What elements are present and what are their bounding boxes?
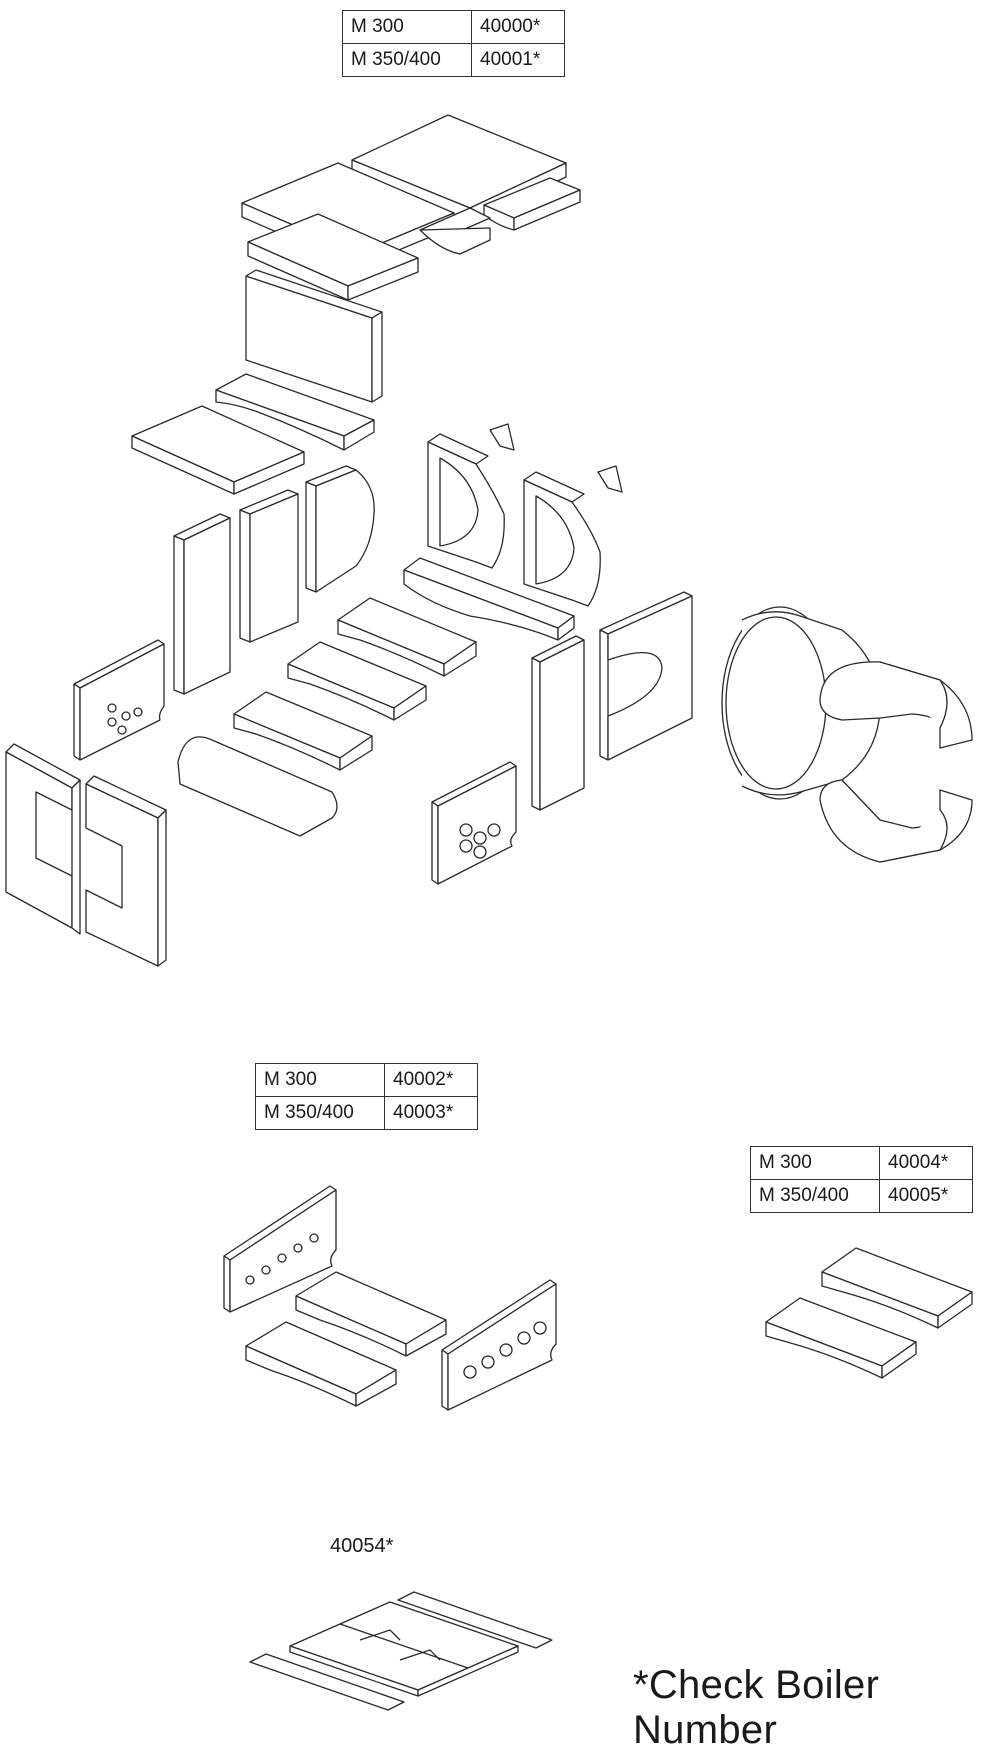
side-panel-1 <box>173 513 231 695</box>
model-cell: M 350/400 <box>750 1179 880 1213</box>
arched-bar-right-lower <box>765 1297 917 1379</box>
cutout-panel <box>599 591 693 761</box>
part-number-cell: 40004* <box>879 1146 973 1180</box>
part-number-cell: 40002* <box>384 1063 478 1097</box>
part-number-cell: 40005* <box>879 1179 973 1213</box>
perforated-side-plate-left <box>223 1185 337 1313</box>
curved-wall-a <box>427 433 505 569</box>
model-cell: M 300 <box>342 10 472 44</box>
top-arched-bar-right <box>483 177 581 231</box>
floor-strip-lower <box>249 1653 405 1711</box>
h-frame-left <box>5 743 81 935</box>
parts-table-right: M 300 40004* M 350/400 40005* <box>750 1146 973 1213</box>
footnote-text: *Check Boiler Number <box>633 1663 880 1752</box>
model-cell: M 300 <box>750 1146 880 1180</box>
table-row: M 300 40002* <box>255 1063 478 1097</box>
arched-bar-right-upper <box>821 1247 973 1329</box>
table-row: M 350/400 40001* <box>342 43 565 77</box>
perforated-plate-lower <box>431 761 517 885</box>
arched-crossbar-c <box>233 691 373 771</box>
curved-wall-b <box>523 471 601 607</box>
flat-slab-left <box>131 405 305 495</box>
split-ring <box>819 661 973 863</box>
back-panel <box>245 269 383 403</box>
side-panel-2 <box>239 489 299 643</box>
perforated-plate-upper <box>73 639 165 761</box>
floor-strip-upper <box>397 1591 553 1649</box>
model-cell: M 300 <box>255 1063 385 1097</box>
top-arched-bar-center <box>419 207 491 255</box>
table-row: M 350/400 40003* <box>255 1096 478 1130</box>
model-cell: M 350/400 <box>255 1096 385 1130</box>
parts-table-middle: M 300 40002* M 350/400 40003* <box>255 1063 478 1130</box>
curved-side-panel <box>305 465 375 593</box>
arched-bar-mid-upper <box>295 1271 447 1357</box>
arched-crossbar-a <box>337 597 477 677</box>
arched-crossbar-top-center <box>403 557 575 641</box>
arched-crossbar-upper <box>215 373 375 451</box>
part-number-cell: 40001* <box>471 43 565 77</box>
table-row: M 350/400 40005* <box>750 1179 973 1213</box>
table-row: M 300 40004* <box>750 1146 973 1180</box>
h-frame-right <box>85 775 167 967</box>
full-ring <box>721 606 881 800</box>
part-number-cell: 40000* <box>471 10 565 44</box>
arched-crossbar-b <box>287 641 427 721</box>
rounded-crossbar <box>177 736 338 837</box>
wedge-piece-a <box>489 423 515 451</box>
model-cell: M 350/400 <box>342 43 472 77</box>
arched-bar-mid-lower <box>245 1321 397 1407</box>
mid-slab-left <box>247 213 419 301</box>
table-row: M 300 40000* <box>342 10 565 44</box>
part-number-label: 40054* <box>330 1535 394 1557</box>
floor-plate-set <box>289 1601 519 1697</box>
upright-panel-lower <box>531 635 585 811</box>
parts-table-top: M 300 40000* M 350/400 40001* <box>342 10 565 77</box>
part-number-cell: 40003* <box>384 1096 478 1130</box>
perforated-side-plate-right <box>441 1279 557 1411</box>
wedge-piece-b <box>597 465 623 493</box>
exploded-parts-drawing <box>5 114 973 1711</box>
